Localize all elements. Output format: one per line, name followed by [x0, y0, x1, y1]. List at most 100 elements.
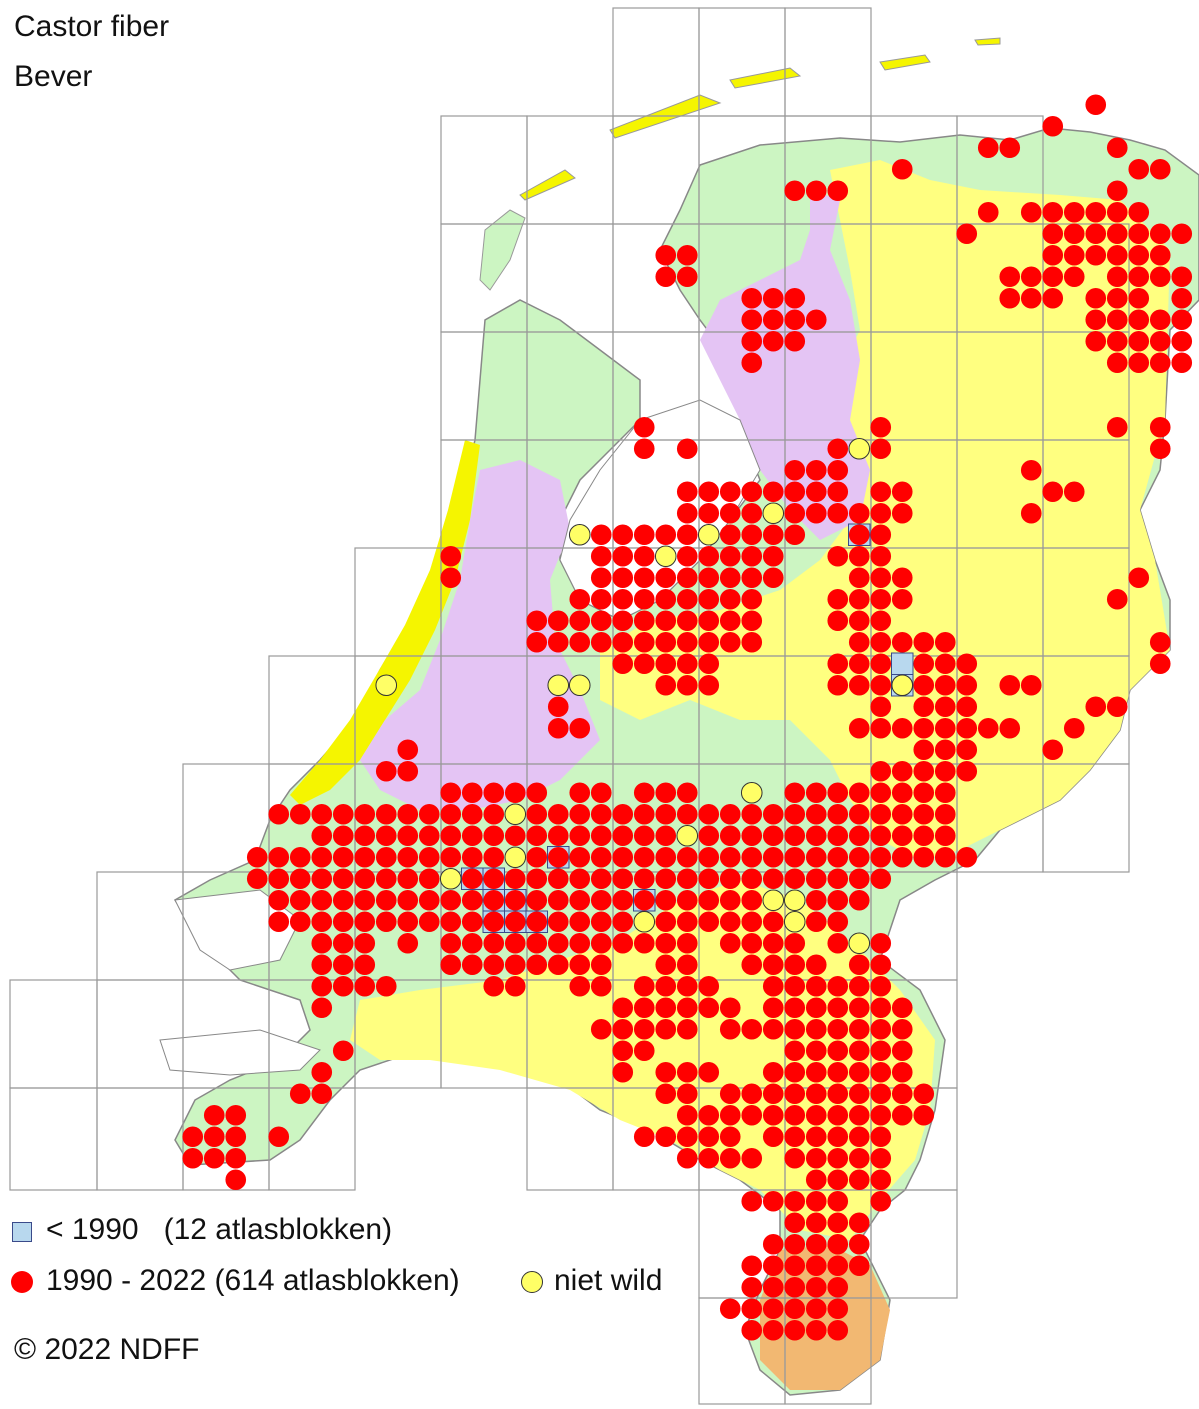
red-dot — [612, 653, 634, 675]
red-dot — [870, 481, 892, 503]
red-dot — [870, 782, 892, 804]
red-dot — [1149, 352, 1171, 374]
red-dot — [440, 782, 462, 804]
red-dot — [870, 825, 892, 847]
red-dot — [655, 825, 677, 847]
island-rottumeroog — [974, 37, 1001, 46]
red-dot — [1106, 201, 1128, 223]
red-dot — [1042, 481, 1064, 503]
red-dot — [784, 1061, 806, 1083]
red-dot — [934, 846, 956, 868]
red-dot — [719, 911, 741, 933]
red-dot — [547, 803, 569, 825]
red-dot — [612, 889, 634, 911]
red-dot — [633, 545, 655, 567]
red-dot — [1063, 717, 1085, 739]
red-dot — [1020, 201, 1042, 223]
red-dot — [440, 803, 462, 825]
red-dot — [1085, 287, 1107, 309]
red-dot — [870, 631, 892, 653]
red-dot — [762, 1104, 784, 1126]
red-dot — [784, 309, 806, 331]
red-dot — [698, 911, 720, 933]
red-dot — [526, 782, 548, 804]
red-dot — [590, 631, 612, 653]
red-dot — [1128, 309, 1150, 331]
red-dot — [504, 825, 526, 847]
red-dot — [827, 1276, 849, 1298]
red-dot — [633, 889, 655, 911]
red-dot — [354, 803, 376, 825]
island-ameland — [729, 67, 802, 89]
red-dot — [655, 846, 677, 868]
red-dot — [311, 825, 333, 847]
red-dot — [827, 1190, 849, 1212]
red-dot — [827, 1083, 849, 1105]
red-dot — [526, 610, 548, 632]
red-dot — [741, 1255, 763, 1277]
red-dot — [784, 459, 806, 481]
red-dot — [762, 1126, 784, 1148]
red-dot — [612, 1040, 634, 1062]
red-dot — [676, 588, 698, 610]
red-dot — [612, 588, 634, 610]
red-dot — [913, 760, 935, 782]
yellow-dot — [697, 523, 720, 546]
red-dot — [934, 674, 956, 696]
red-dot — [1020, 459, 1042, 481]
red-dot — [827, 1255, 849, 1277]
red-dot — [569, 889, 591, 911]
red-dot — [913, 825, 935, 847]
red-dot — [719, 846, 741, 868]
red-dot — [375, 803, 397, 825]
red-dot — [827, 932, 849, 954]
red-dot — [827, 1104, 849, 1126]
red-dot — [440, 954, 462, 976]
red-dot — [870, 416, 892, 438]
red-dot — [612, 932, 634, 954]
red-dot — [848, 631, 870, 653]
red-dot — [848, 1104, 870, 1126]
red-dot — [1063, 201, 1085, 223]
red-dot — [805, 1190, 827, 1212]
red-dot — [784, 954, 806, 976]
red-dot — [741, 1018, 763, 1040]
red-dot — [956, 223, 978, 245]
red-dot — [483, 868, 505, 890]
red-dot — [698, 997, 720, 1019]
red-dot — [547, 631, 569, 653]
red-dot — [655, 674, 677, 696]
red-dot — [461, 868, 483, 890]
red-dot — [913, 653, 935, 675]
red-dot — [504, 911, 526, 933]
red-dot — [956, 846, 978, 868]
yellow-dot — [504, 846, 527, 869]
red-dot — [1149, 223, 1171, 245]
red-dot — [805, 1083, 827, 1105]
red-dot — [719, 825, 741, 847]
red-dot — [203, 1126, 225, 1148]
red-dot — [1149, 653, 1171, 675]
red-dot — [182, 1147, 204, 1169]
red-dot — [311, 997, 333, 1019]
red-dot — [1128, 158, 1150, 180]
red-dot — [934, 653, 956, 675]
red-dot — [418, 889, 440, 911]
red-dot — [1085, 309, 1107, 331]
red-dot — [590, 524, 612, 546]
yellow-dot — [848, 437, 871, 460]
red-dot — [461, 954, 483, 976]
red-dot — [698, 975, 720, 997]
red-dot — [633, 1040, 655, 1062]
red-dot — [827, 610, 849, 632]
red-dot — [827, 502, 849, 524]
red-dot — [225, 1147, 247, 1169]
red-dot — [805, 975, 827, 997]
red-dot — [741, 1083, 763, 1105]
red-dot — [418, 911, 440, 933]
red-dot — [719, 481, 741, 503]
red-dot — [311, 954, 333, 976]
red-dot — [784, 330, 806, 352]
red-dot — [397, 846, 419, 868]
red-dot — [311, 1083, 333, 1105]
